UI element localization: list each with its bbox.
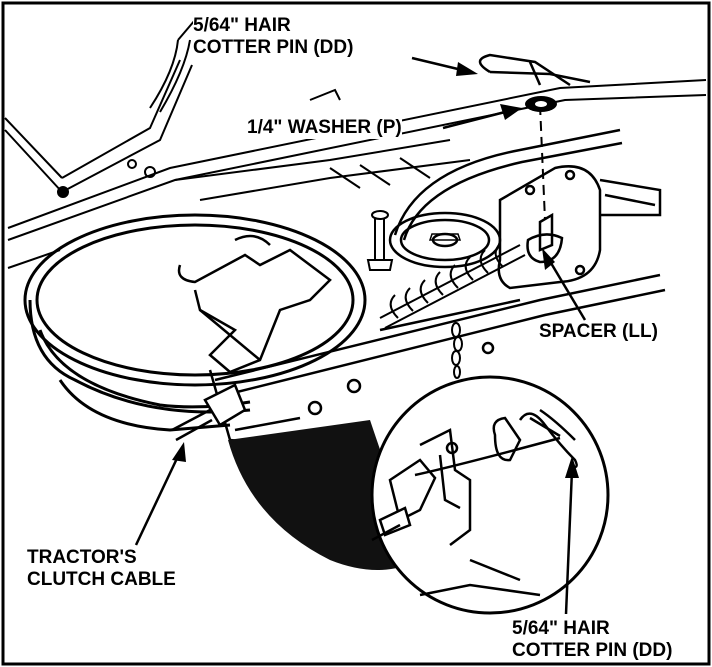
callout-line: TRACTOR'S: [27, 547, 137, 568]
washer-top: [525, 96, 557, 112]
idler-bracket: [497, 165, 662, 290]
magnified-detail: [370, 375, 610, 615]
clutch-lever-plate: [177, 234, 332, 374]
callout-line: 5/64" HAIR: [193, 15, 291, 36]
callout-line: COTTER PIN (DD): [512, 640, 673, 661]
arrowheads: [172, 62, 579, 478]
hair-cotter-pin-top: [478, 53, 591, 87]
clutch-cable: [171, 383, 247, 442]
callout-line: 1/4" WASHER (P): [247, 117, 402, 138]
callout-line: COTTER PIN (DD): [193, 37, 354, 58]
callout-hair-cotter-pin-bottom: 5/64" HAIR COTTER PIN (DD): [512, 618, 673, 662]
drive-belt: [379, 128, 623, 332]
tension-spring: [379, 243, 526, 329]
callout-line: 5/64" HAIR: [512, 618, 610, 639]
leader-lines: [134, 56, 587, 615]
washer-guide-line: [539, 104, 546, 221]
carriage-bolt: [366, 210, 394, 271]
mower-lift-arm: [4, 19, 196, 198]
callout-clutch-cable: TRACTOR'S CLUTCH CABLE: [27, 547, 176, 591]
magnify-wedge: [228, 420, 420, 570]
callout-hair-cotter-pin-top: 5/64" HAIR COTTER PIN (DD): [193, 15, 354, 59]
callout-line: SPACER (LL): [539, 321, 658, 342]
callout-spacer: SPACER (LL): [539, 321, 658, 343]
chain: [451, 322, 463, 379]
callout-washer: 1/4" WASHER (P): [247, 117, 402, 139]
callout-line: CLUTCH CABLE: [27, 569, 176, 590]
